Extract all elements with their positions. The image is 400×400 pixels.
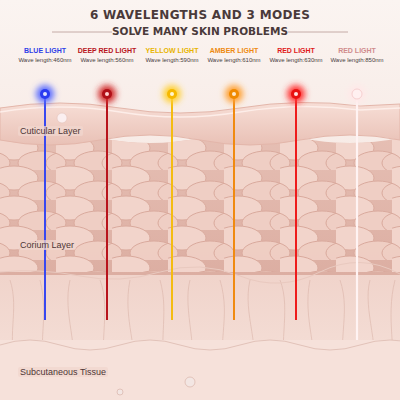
layer-label: Cuticular Layer — [18, 126, 83, 136]
subtitle: SOLVE MANY SKIN PROBLEMS — [112, 25, 288, 37]
wavelength-label: Wave length:850nm — [330, 57, 383, 63]
wavelength-label: Wave length:460nm — [18, 57, 71, 63]
light-name: YELLOW LIGHT — [146, 47, 199, 54]
title: 6 WAVELENGTHS AND 3 MODES — [90, 8, 310, 22]
wavelength-label: Wave length:610nm — [207, 57, 260, 63]
light-name: AMBER LIGHT — [210, 47, 259, 54]
light-name: DEEP RED LIGHT — [78, 47, 137, 54]
wavelength-label: Wave length:630nm — [269, 57, 322, 63]
wavelength-label: Wave length:560nm — [80, 57, 133, 63]
light-name: RED LIGHT — [277, 47, 315, 54]
light-name: BLUE LIGHT — [24, 47, 66, 54]
light-name: RED LIGHT — [338, 47, 376, 54]
wavelength-label: Wave length:590nm — [145, 57, 198, 63]
layer-label: Corium Layer — [18, 240, 76, 250]
layer-label: Subcutaneous Tissue — [18, 367, 108, 377]
